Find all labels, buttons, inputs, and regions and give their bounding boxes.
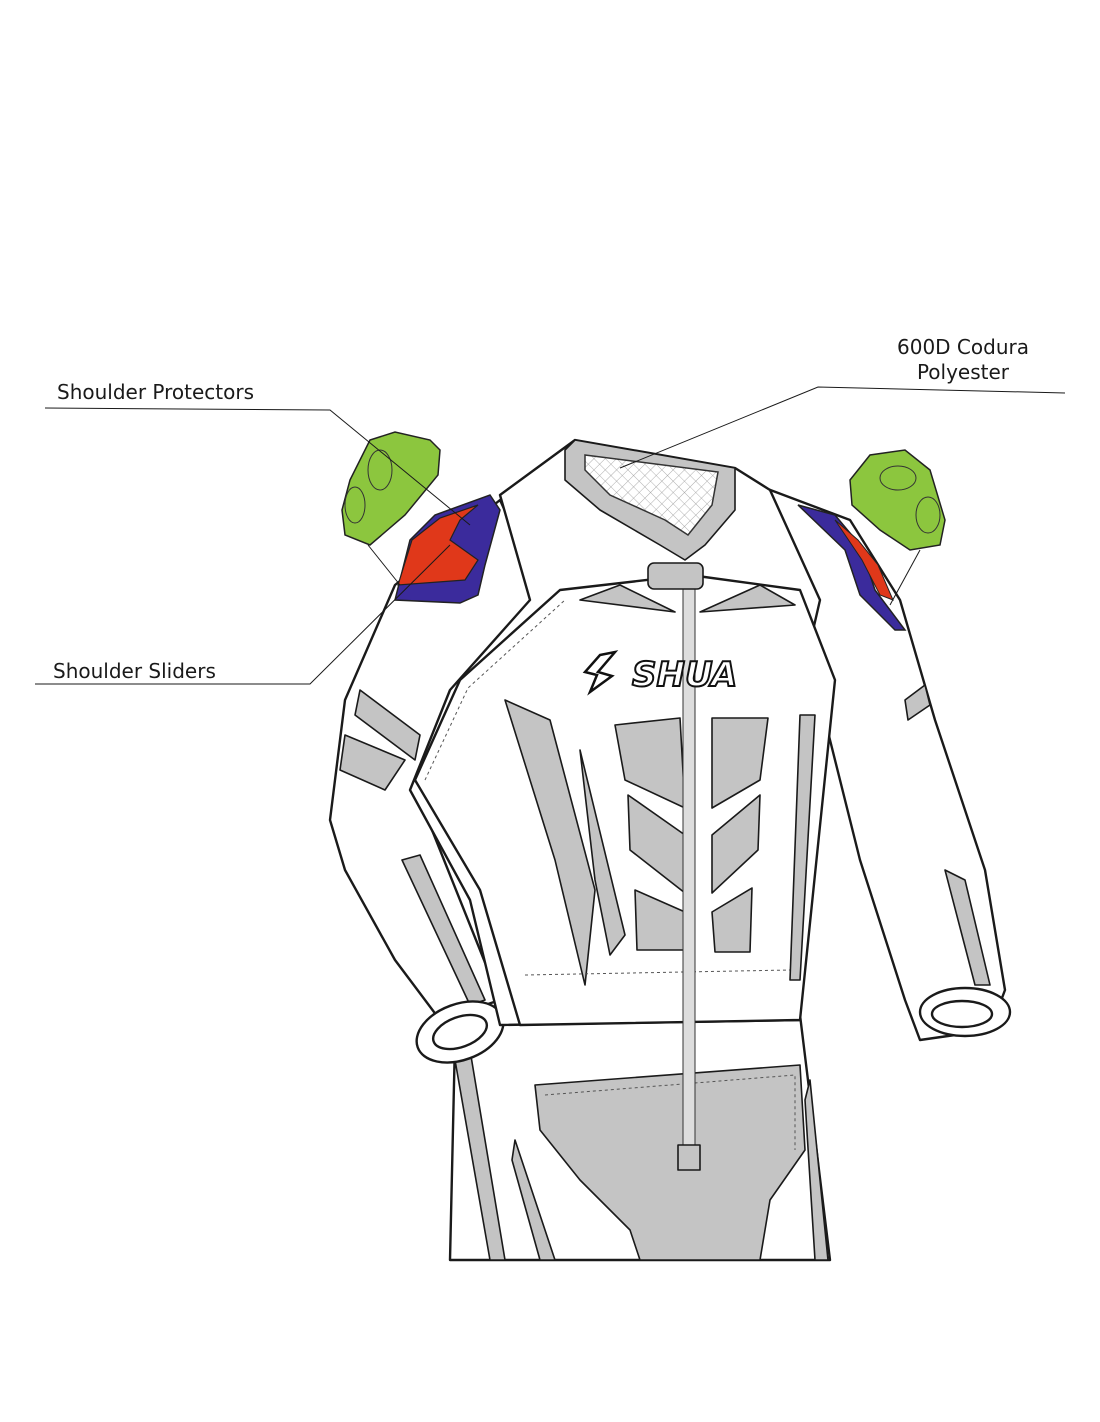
left-shoulder-protector bbox=[341, 431, 441, 546]
lower-body bbox=[448, 1013, 832, 1262]
right-shoulder-protector bbox=[849, 449, 946, 551]
torso: SHUA bbox=[408, 438, 837, 1171]
leader-lines bbox=[35, 386, 1066, 685]
right-arm bbox=[763, 486, 1012, 1042]
shoulder-sliders-label: Shoulder Sliders bbox=[53, 659, 216, 683]
material-label-line1: 600D Codura bbox=[897, 335, 1029, 359]
shua-logo: SHUA bbox=[582, 650, 738, 696]
left-shoulder-slider bbox=[394, 494, 501, 604]
mesh-panel bbox=[584, 454, 719, 537]
svg-text:SHUA: SHUA bbox=[632, 655, 737, 695]
right-shoulder-slider bbox=[797, 504, 907, 631]
shoulder-protectors-label: Shoulder Protectors bbox=[57, 380, 255, 404]
material-label-line2: Polyester bbox=[916, 360, 1010, 384]
